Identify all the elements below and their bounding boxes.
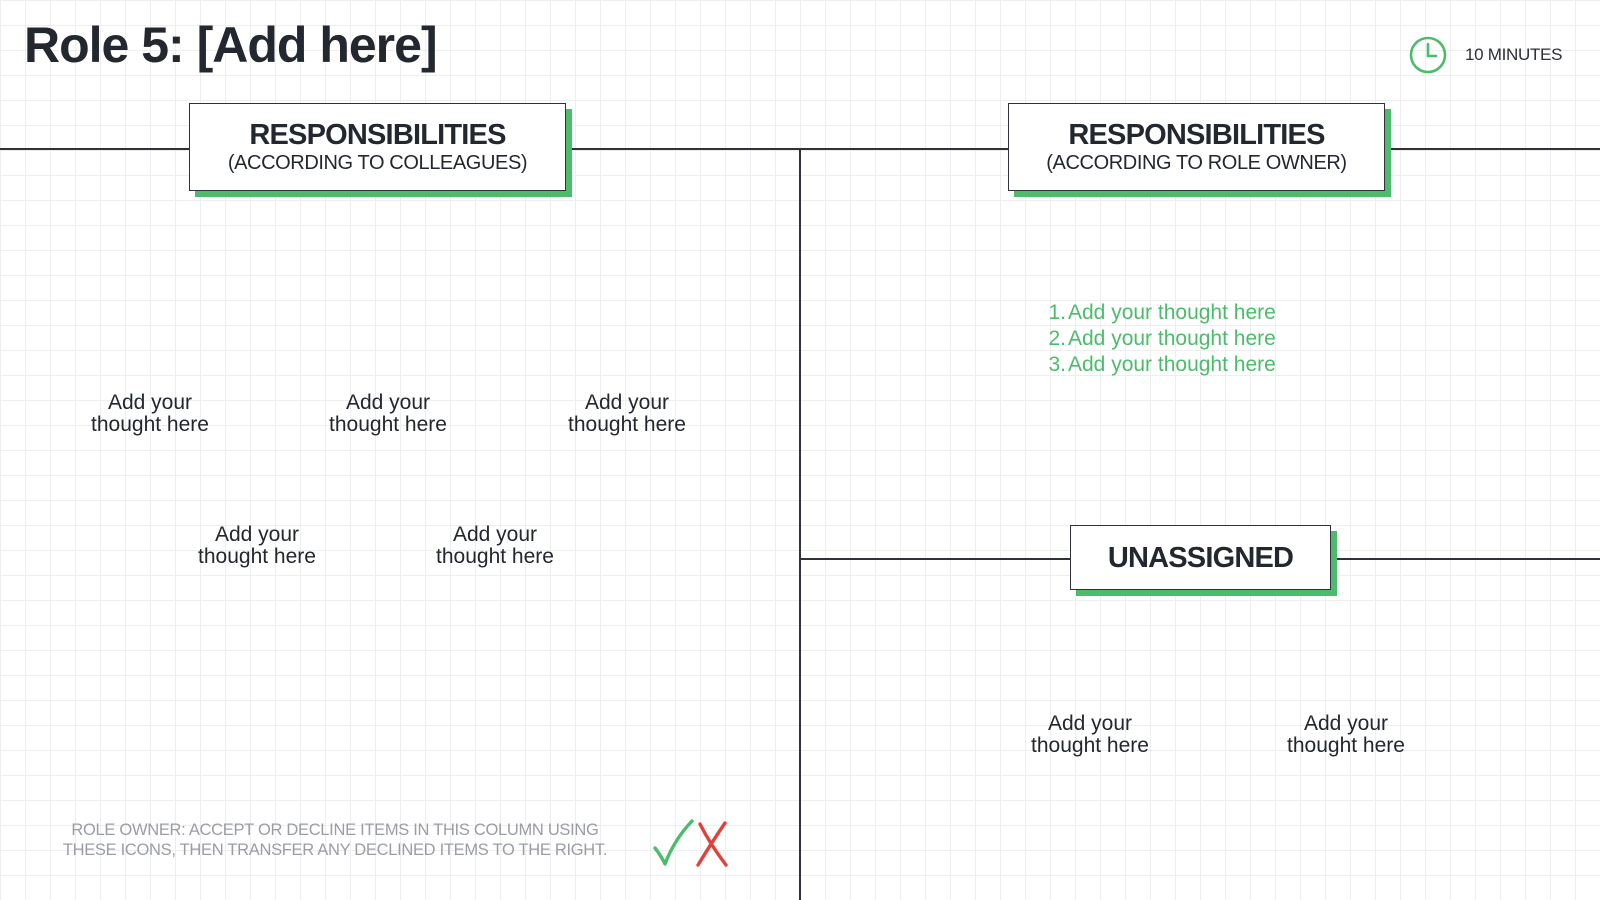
role-owner-header-title: RESPONSIBILITIES xyxy=(1068,119,1325,151)
list-text: Add your thought here xyxy=(1068,301,1276,324)
list-item[interactable]: 1.Add your thought here xyxy=(1042,300,1276,326)
colleagues-responsibilities-header: RESPONSIBILITIES (ACCORDING TO COLLEAGUE… xyxy=(189,103,566,191)
colleague-note-4[interactable]: Add your thought here xyxy=(157,524,357,568)
note-line-1: Add your xyxy=(1047,712,1133,735)
note-line-1: Add your xyxy=(214,523,300,546)
unassigned-header: UNASSIGNED xyxy=(1070,525,1331,590)
note-line-2: thought here xyxy=(1287,734,1405,757)
note-line-2: thought here xyxy=(91,413,209,436)
unassigned-header-title: UNASSIGNED xyxy=(1107,541,1294,574)
note-line-2: thought here xyxy=(568,413,686,436)
checkmark-icon[interactable] xyxy=(652,818,694,868)
note-line-2: thought here xyxy=(1031,734,1149,757)
note-line-1: Add your xyxy=(345,391,431,414)
instruction-line-2: THESE ICONS, THEN TRANSFER ANY DECLINED … xyxy=(62,841,608,859)
timer-label: 10 MINUTES xyxy=(1465,45,1563,64)
note-line-2: thought here xyxy=(436,545,554,568)
left-header-divider-left xyxy=(0,148,190,150)
note-line-1: Add your xyxy=(452,523,538,546)
note-line-1: Add your xyxy=(584,391,670,414)
role-owner-instruction: ROLE OWNER: ACCEPT OR DECLINE ITEMS IN T… xyxy=(50,820,620,860)
unassigned-note-1[interactable]: Add your thought here xyxy=(990,713,1190,757)
colleagues-header-subtitle: (ACCORDING TO COLLEAGUES) xyxy=(227,152,528,174)
colleague-note-3[interactable]: Add your thought here xyxy=(527,392,727,436)
timer: 10 MINUTES xyxy=(1408,35,1562,75)
list-item[interactable]: 2.Add your thought here xyxy=(1042,326,1276,352)
colleague-note-1[interactable]: Add your thought here xyxy=(50,392,250,436)
list-item[interactable]: 3.Add your thought here xyxy=(1042,352,1276,378)
page-title: Role 5: [Add here] xyxy=(24,17,438,73)
unassigned-note-2[interactable]: Add your thought here xyxy=(1246,713,1446,757)
colleague-note-2[interactable]: Add your thought here xyxy=(288,392,488,436)
note-line-1: Add your xyxy=(1303,712,1389,735)
clock-icon xyxy=(1409,36,1447,74)
role-owner-header-subtitle: (ACCORDING TO ROLE OWNER) xyxy=(1046,152,1347,174)
note-line-2: thought here xyxy=(198,545,316,568)
cross-icon[interactable] xyxy=(694,820,730,868)
role-owner-responsibilities-header: RESPONSIBILITIES (ACCORDING TO ROLE OWNE… xyxy=(1008,103,1385,191)
colleague-note-5[interactable]: Add your thought here xyxy=(395,524,595,568)
list-number: 1. xyxy=(1048,301,1066,324)
list-number: 3. xyxy=(1048,353,1066,376)
colleagues-header-title: RESPONSIBILITIES xyxy=(249,119,506,151)
column-divider xyxy=(799,148,801,900)
list-text: Add your thought here xyxy=(1068,353,1276,376)
instruction-line-1: ROLE OWNER: ACCEPT OR DECLINE ITEMS IN T… xyxy=(71,821,599,839)
note-line-1: Add your xyxy=(107,391,193,414)
list-text: Add your thought here xyxy=(1068,327,1276,350)
note-line-2: thought here xyxy=(329,413,447,436)
list-number: 2. xyxy=(1048,327,1066,350)
role-owner-list[interactable]: 1.Add your thought here 2.Add your thoug… xyxy=(1042,300,1276,378)
